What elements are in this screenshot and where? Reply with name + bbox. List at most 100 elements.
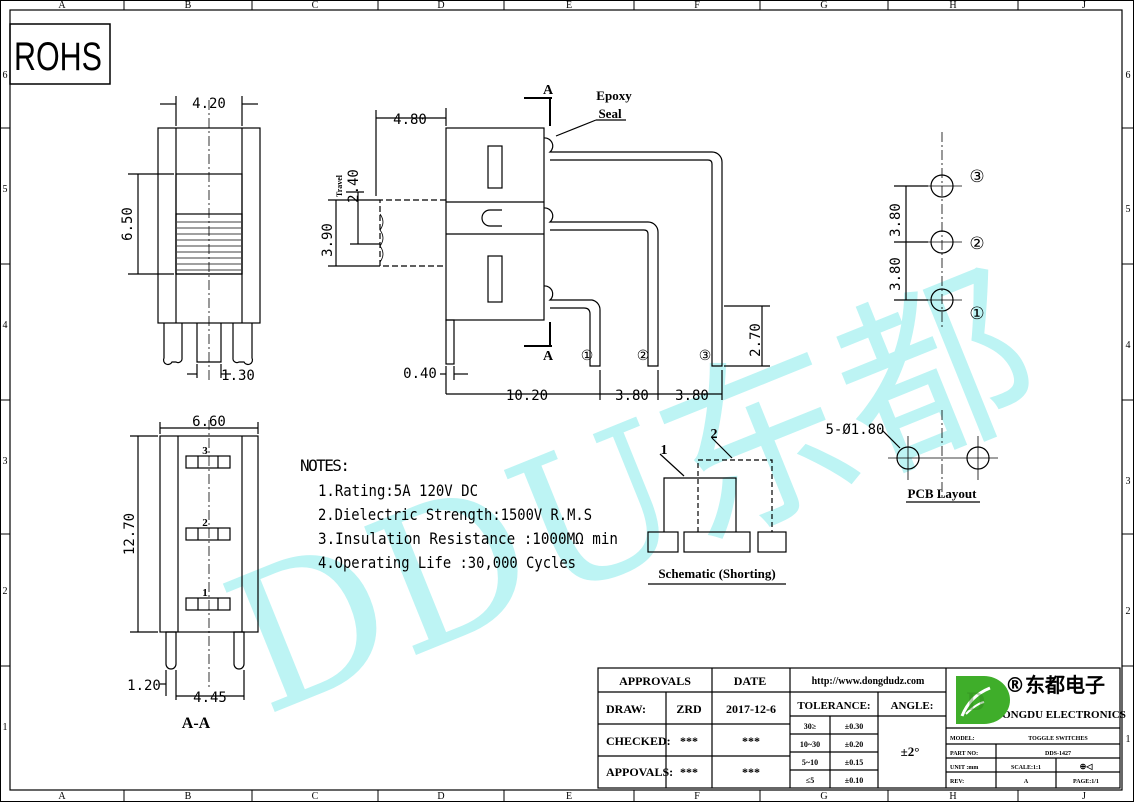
draw-name: ZRD — [676, 702, 702, 716]
col-label: J — [1082, 0, 1086, 11]
dim-pitch-2: 3.80 — [675, 388, 709, 404]
rohs-box — [9, 23, 111, 85]
col-label: E — [566, 791, 572, 802]
tolerance-value: ±0.30 — [845, 722, 863, 731]
tolerance-range: 10~30 — [800, 740, 820, 749]
dim-travel: 2.40 — [346, 169, 362, 203]
date-header: DATE — [734, 674, 766, 688]
col-label: J — [1082, 791, 1086, 802]
note-item: 2.Dielectric Strength:1500V R.M.S — [318, 505, 592, 524]
angle-value: ±2° — [901, 744, 920, 759]
dim-overall: 10.20 — [506, 388, 548, 404]
scale-label: SCALE:1:1 — [1011, 765, 1041, 771]
pcb-pin-label-1: ① — [969, 304, 984, 323]
checked-label: CHECKED: — [606, 734, 671, 748]
dim-pin-length: 2.70 — [748, 323, 764, 357]
tolerance-range: 5~10 — [802, 758, 818, 767]
angle-label: ANGLE: — [891, 700, 934, 712]
tolerance-label: TOLERANCE: — [797, 700, 870, 712]
schematic — [647, 437, 787, 585]
dim-section-width: 6.60 — [192, 414, 226, 430]
section-view — [130, 420, 259, 700]
title-block-text: APPROVALS DATE http://www.dongdudz.com D… — [606, 673, 1126, 785]
page-label: PAGE:1/1 — [1073, 779, 1099, 785]
pcb-layout — [881, 132, 998, 503]
col-label: A — [58, 0, 66, 11]
row-label: 5 — [3, 184, 8, 195]
col-label: H — [949, 791, 956, 802]
col-label: D — [437, 791, 444, 802]
pcb-pin-label-3: ③ — [969, 167, 984, 186]
pin-label-2: ② — [637, 349, 650, 364]
company-name-en: DONGDU ELECTRONICS — [994, 709, 1126, 721]
notes-heading: NOTES: — [300, 456, 350, 475]
model-label: MODEL: — [950, 736, 975, 742]
col-label: H — [949, 0, 956, 11]
col-label: A — [58, 791, 66, 802]
checked-date: *** — [742, 734, 760, 748]
dim-top-width: 4.20 — [192, 96, 226, 112]
schematic-label-2: 2 — [711, 427, 718, 442]
pcb-hole-dim: 5-Ø1.80 — [825, 422, 884, 438]
row-label: 3 — [3, 456, 8, 467]
rev-label: REV: — [950, 779, 964, 785]
col-label: B — [185, 791, 192, 802]
col-label: C — [312, 791, 319, 802]
side-view — [328, 97, 770, 400]
row-label: 4 — [1126, 340, 1131, 351]
tolerance-value: ±0.15 — [845, 758, 863, 767]
part-value: DDS-1427 — [1045, 751, 1071, 757]
company-name-cn: ®东都电子 — [1005, 673, 1105, 697]
dim-pitch-1: 3.80 — [615, 388, 649, 404]
title-block — [597, 667, 1121, 789]
row-label: 5 — [1126, 204, 1131, 215]
checked-name: *** — [680, 734, 698, 748]
travel-label: Travel — [335, 174, 344, 197]
top-view — [128, 96, 261, 380]
rev-value: A — [1024, 779, 1029, 785]
pcb-pitch-1: 3.80 — [888, 203, 904, 237]
pcb-pitch-2: 3.80 — [888, 257, 904, 291]
col-label: D — [437, 0, 444, 11]
tolerance-range: 30≥ — [804, 722, 817, 731]
row-label: 1 — [3, 722, 8, 733]
slot-label: 2 — [202, 517, 208, 529]
row-label: 3 — [1126, 476, 1131, 487]
dim-pin-thickness: 0.40 — [403, 366, 437, 382]
note-item: 4.Operating Life :30,000 Cycles — [318, 553, 576, 572]
pin-label-1: ① — [581, 349, 594, 364]
unit-label: UNIT :mm — [950, 765, 978, 771]
section-marker-bottom: A — [543, 349, 554, 364]
epoxy-label: Epoxy — [596, 88, 632, 103]
rohs-mark: ROHS — [14, 35, 102, 79]
note-item: 3.Insulation Resistance :1000MΩ min — [318, 529, 618, 548]
dim-section-height: 12.70 — [122, 513, 138, 555]
pcb-caption: PCB Layout — [908, 486, 978, 501]
dim-top-pin-spacing: 1.30 — [221, 368, 255, 384]
pin-label-3: ③ — [699, 349, 712, 364]
slot-label: 3 — [202, 445, 208, 457]
schematic-caption: Schematic (Shorting) — [658, 566, 775, 581]
slot-label: 1 — [202, 587, 208, 599]
dim-section-pin-width: 1.20 — [127, 678, 161, 694]
row-label: 2 — [3, 586, 8, 597]
company-url: http://www.dongdudz.com — [812, 676, 925, 687]
section-marker-top: A — [543, 83, 554, 98]
tolerance-range: ≤5 — [806, 776, 814, 785]
draw-date: 2017-12-6 — [726, 702, 776, 716]
dim-side-height: 3.90 — [320, 223, 336, 257]
company-logo: D — [956, 676, 1010, 724]
dim-top-height: 6.50 — [120, 207, 136, 241]
col-label: F — [694, 791, 700, 802]
zone-labels: A B C D E F G H J A B C D E F G H J 6 5 … — [3, 0, 1131, 802]
col-label: G — [820, 0, 827, 11]
note-item: 1.Rating:5A 120V DC — [318, 481, 478, 500]
appovals-date: *** — [742, 765, 760, 779]
row-label: 2 — [1126, 606, 1131, 617]
col-label: C — [312, 0, 319, 11]
approvals-header: APPROVALS — [619, 674, 691, 688]
notes: NOTES: 1.Rating:5A 120V DC 2.Dielectric … — [300, 456, 618, 572]
logo-letter-icon: D — [967, 687, 986, 716]
